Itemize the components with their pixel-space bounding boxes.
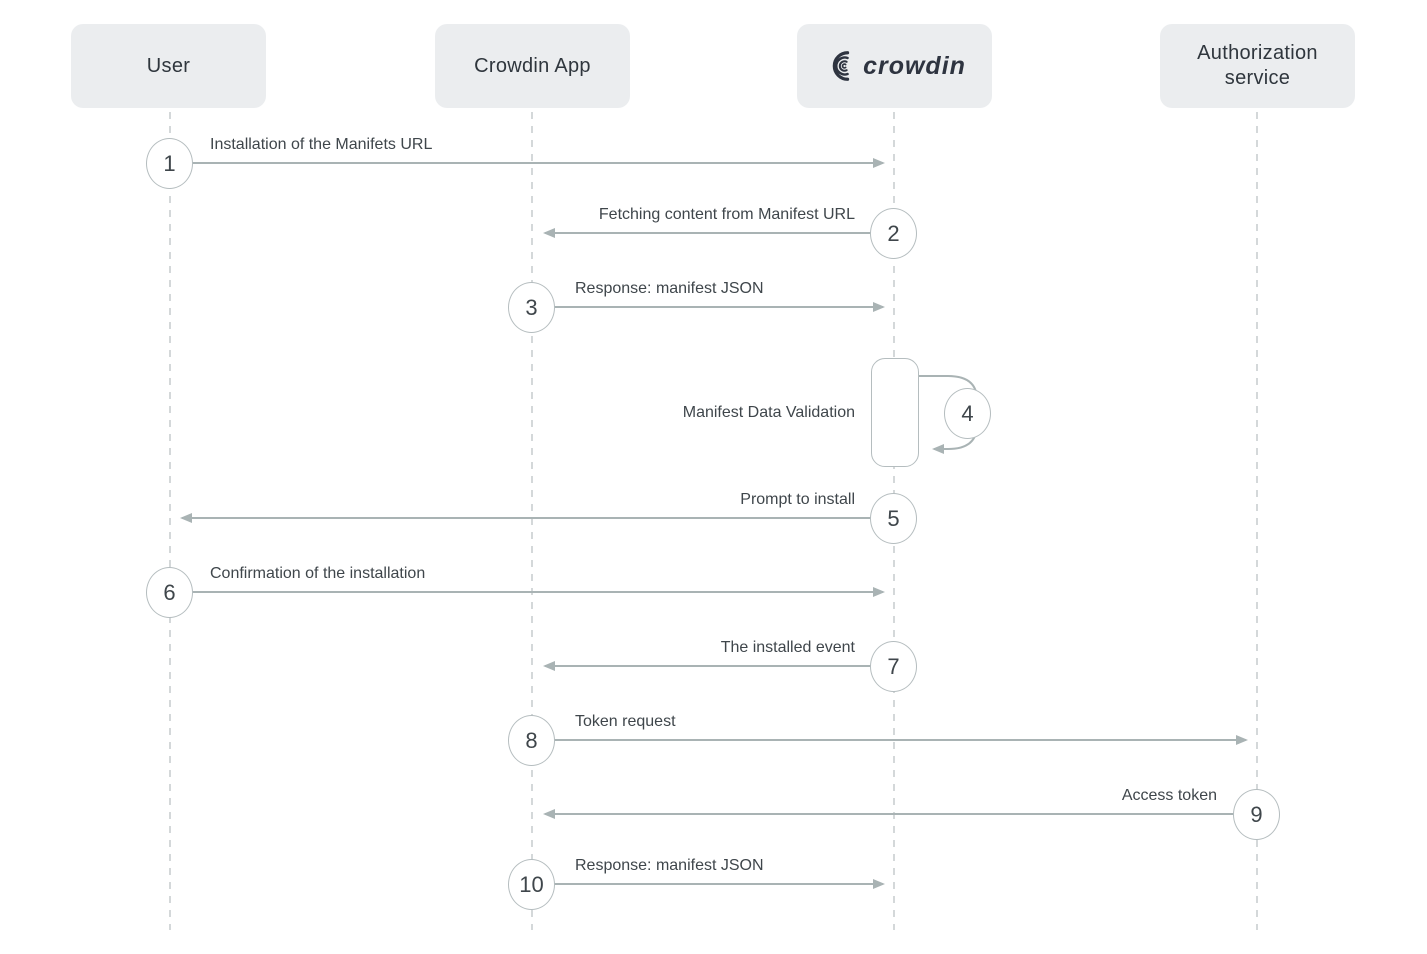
message-label-3: Response: manifest JSON — [575, 280, 764, 297]
step-number: 2 — [887, 220, 900, 246]
message-label-6: Confirmation of the installation — [210, 565, 426, 582]
step-number: 4 — [961, 400, 974, 426]
participant-user-label: User — [146, 54, 191, 77]
step-number: 1 — [163, 150, 176, 176]
step-number: 3 — [525, 294, 538, 320]
message-label-1: Installation of the Manifets URL — [210, 136, 433, 153]
message-label-2: Fetching content from Manifest URL — [598, 206, 855, 223]
participant-crowdin-app: Crowdin App — [435, 24, 630, 108]
lifelines — [169, 112, 1258, 930]
message-label-8: Token request — [575, 713, 676, 730]
crowdin-shell-icon — [832, 51, 850, 81]
activation-box-manifest-validation — [871, 358, 919, 467]
step-circle-1: 1 — [146, 138, 193, 189]
step-circle-10: 10 — [508, 859, 555, 910]
step-circle-2: 2 — [870, 208, 917, 259]
step-number: 10 — [519, 871, 544, 897]
step-number: 5 — [887, 505, 900, 531]
message-label-10: Response: manifest JSON — [575, 857, 764, 874]
participant-authorization-service: Authorization service — [1160, 24, 1355, 108]
crowdin-logo: crowdin — [823, 49, 966, 83]
message-label-5: Prompt to install — [740, 491, 855, 508]
step-circle-6: 6 — [146, 567, 193, 618]
message-label-9: Access token — [1121, 787, 1217, 804]
step-circle-4: 4 — [944, 388, 991, 439]
message-arrows — [170, 158, 1257, 889]
message-label-4: Manifest Data Validation — [682, 404, 855, 421]
step-number: 8 — [525, 727, 538, 753]
step-circle-7: 7 — [870, 641, 917, 692]
message-label-7: The installed event — [720, 639, 855, 656]
participant-crowdin-app-label: Crowdin App — [474, 54, 591, 77]
participant-user: User — [71, 24, 266, 108]
step-number: 7 — [887, 653, 900, 679]
step-circle-3: 3 — [508, 282, 555, 333]
participant-crowdin: crowdin — [797, 24, 992, 108]
step-number: 9 — [1250, 801, 1263, 827]
crowdin-wordmark: crowdin — [863, 51, 966, 80]
step-number: 6 — [163, 579, 176, 605]
step-circle-8: 8 — [508, 715, 555, 766]
step-circle-5: 5 — [870, 493, 917, 544]
participant-authorization-service-label: Authorization service — [1197, 42, 1318, 89]
step-circle-9: 9 — [1233, 789, 1280, 840]
